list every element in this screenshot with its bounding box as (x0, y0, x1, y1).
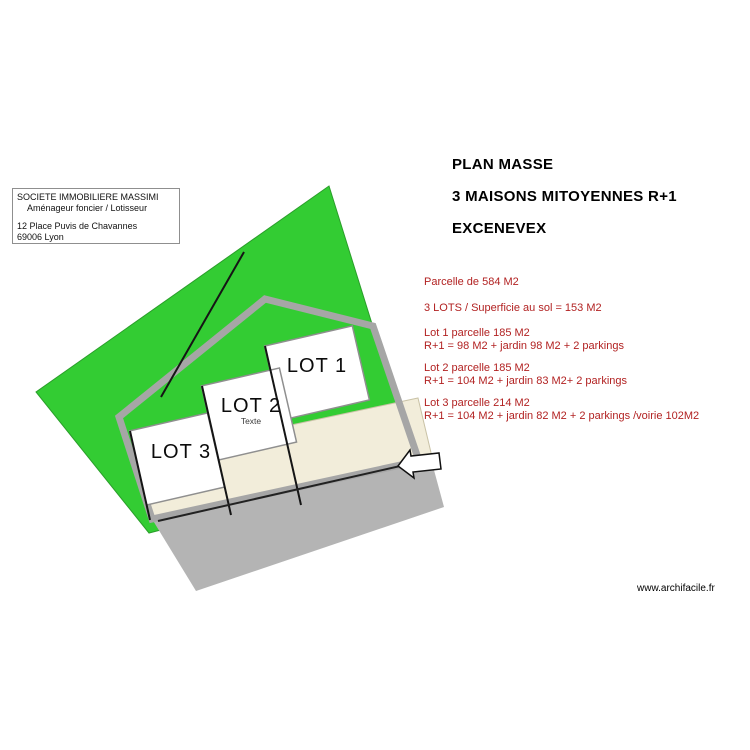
direction-arrow-icon (396, 448, 442, 480)
company-info-box: SOCIETE IMMOBILIERE MASSIMI Aménageur fo… (12, 188, 180, 244)
lot3-detail-title: Lot 3 parcelle 214 M2 (424, 397, 530, 409)
company-address-line2: 69006 Lyon (17, 231, 64, 242)
plan-location: EXCENEVEX (452, 220, 547, 237)
lot3-detail-desc: R+1 = 104 M2 + jardin 82 M2 + 2 parkings… (424, 409, 700, 422)
lots-summary-text: 3 LOTS / Superficie au sol = 153 M2 (424, 301, 602, 314)
lot2-label: LOT 2 (221, 395, 281, 417)
archifacile-watermark: www.archifacile.fr (637, 583, 715, 594)
lot1-detail: Lot 1 parcelle 185 M2 R+1 = 98 M2 + jard… (424, 327, 724, 352)
road-edge-line (157, 458, 432, 522)
plan-title: PLAN MASSE (452, 156, 554, 173)
parcel-border (114, 295, 424, 524)
lot1-lot2-divider-line (264, 345, 302, 506)
lot1-detail-desc: R+1 = 98 M2 + jardin 98 M2 + 2 parkings (424, 339, 624, 352)
company-role: Aménageur foncier / Lotisseur (27, 202, 148, 213)
lot3-left-divider-line (129, 430, 151, 521)
road-strip (152, 459, 444, 591)
lot2-detail-title: Lot 2 parcelle 185 M2 (424, 362, 530, 374)
plan-titles: PLAN MASSE 3 MAISONS MITOYENNES R+1 EXCE… (452, 156, 677, 252)
lot2-detail: Lot 2 parcelle 185 M2 R+1 = 104 M2 + jar… (424, 362, 724, 387)
lot1-label: LOT 1 (287, 355, 347, 377)
lot3-detail: Lot 3 parcelle 214 M2 R+1 = 104 M2 + jar… (424, 397, 724, 422)
plan-subtitle: 3 MAISONS MITOYENNES R+1 (452, 188, 677, 205)
company-name: SOCIETE IMMOBILIERE MASSIMI (17, 192, 159, 202)
lot3-label: LOT 3 (151, 441, 211, 463)
lot1-detail-title: Lot 1 parcelle 185 M2 (424, 327, 530, 339)
parcel-details: Parcelle de 584 M2 3 LOTS / Superficie a… (424, 276, 724, 432)
lot2-detail-desc: R+1 = 104 M2 + jardin 83 M2+ 2 parkings (424, 374, 628, 387)
lot2-note-label: Texte (241, 416, 262, 426)
garden-divider-line (160, 251, 245, 398)
company-address-line1: 12 Place Puvis de Chavannes (17, 221, 138, 231)
parcel-area-text: Parcelle de 584 M2 (424, 276, 519, 288)
lot2-lot3-divider-line (201, 385, 232, 516)
